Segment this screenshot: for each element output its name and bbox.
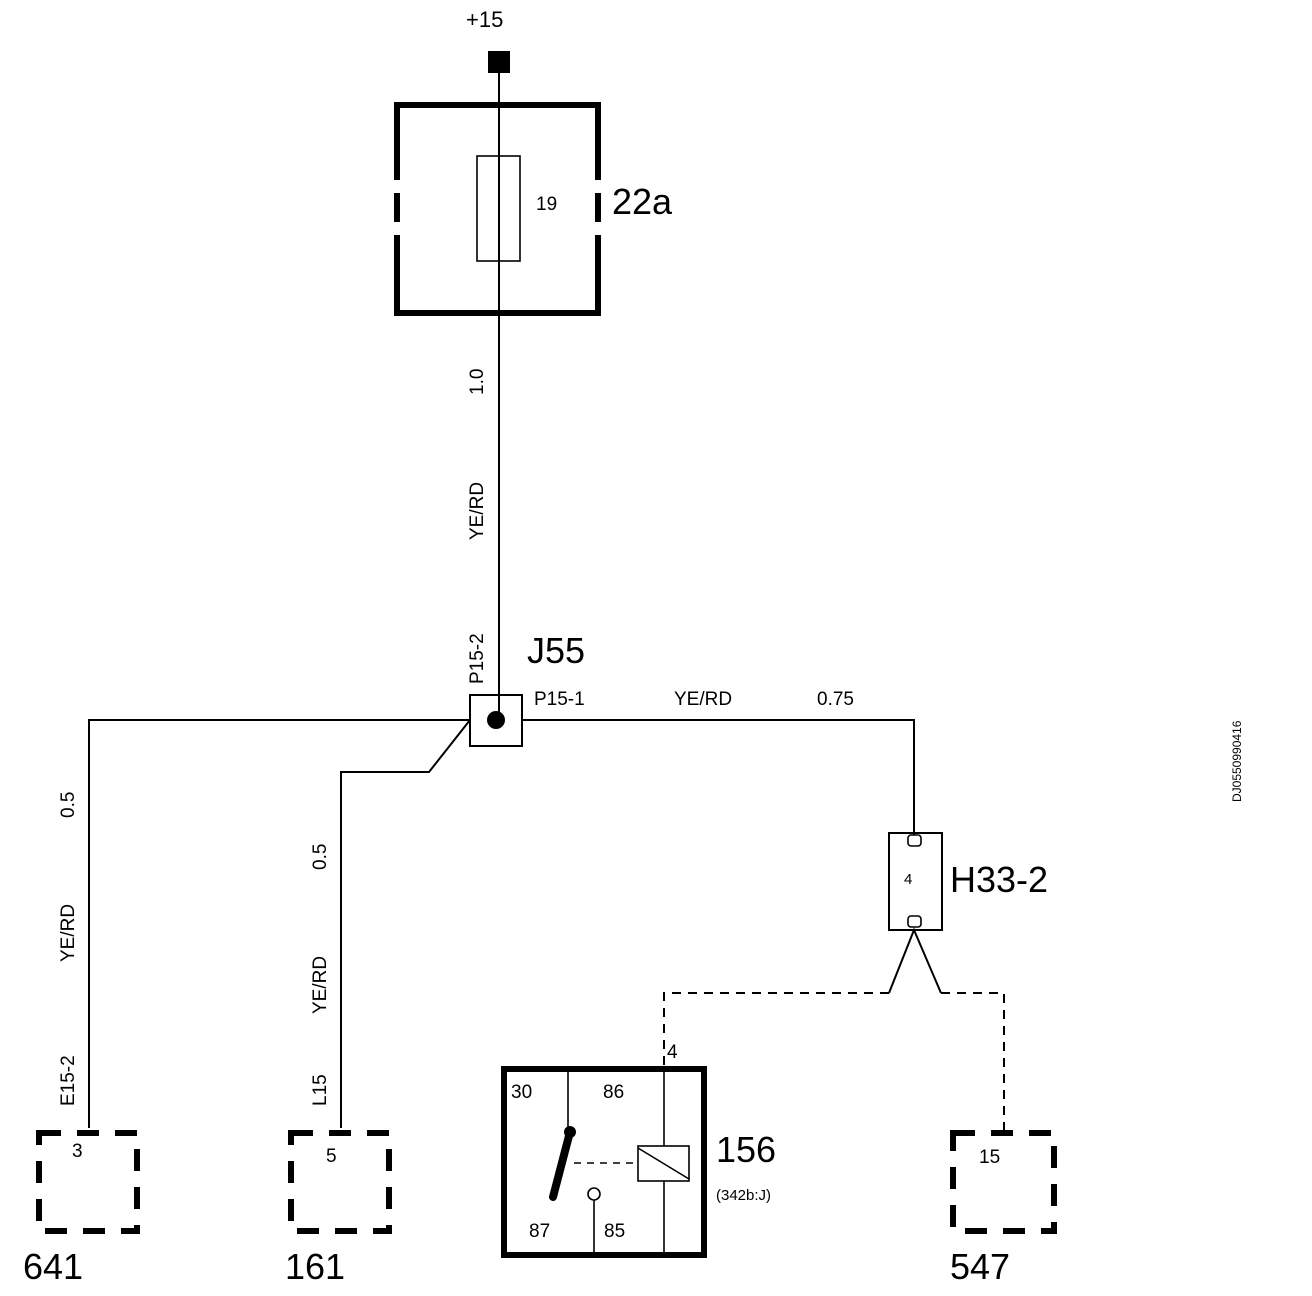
component-547-box: [950, 1130, 1057, 1234]
connector-h33-box: [888, 832, 943, 931]
relay-pin-85: 85: [604, 1221, 625, 1242]
splice-node: [487, 711, 505, 729]
relay-ref: (342b:J): [716, 1187, 771, 1204]
right-wire-color: YE/RD: [674, 689, 732, 710]
h33-split: [888, 927, 942, 994]
wire-to-161: [340, 719, 471, 1128]
fuse-number: 19: [536, 194, 557, 215]
middle-wire-size: 0.5: [310, 844, 331, 870]
middle-wire-pin: L15: [310, 1074, 331, 1106]
relay-pin-86: 86: [603, 1082, 624, 1103]
dashed-wire-to-547: [941, 992, 1005, 1138]
main-wire-color: YE/RD: [467, 482, 488, 540]
splice-label: J55: [527, 630, 585, 671]
connector-h33-pin: 4: [904, 871, 912, 888]
splice-pin-top: P15-2: [467, 633, 488, 684]
wire-to-h33: [522, 719, 915, 835]
right-wire-size: 0.75: [817, 689, 854, 710]
connector-h33-pin-top: [907, 834, 922, 847]
relay-input-pin: 4: [667, 1042, 678, 1063]
dashed-wire-to-relay: [663, 992, 889, 1068]
left-wire-color: YE/RD: [58, 904, 79, 962]
component-641-pin: 3: [72, 1141, 83, 1162]
supply-terminal: [488, 51, 510, 73]
component-641-box: [36, 1130, 140, 1234]
connector-h33-label: H33-2: [950, 859, 1048, 900]
component-547-pin: 15: [979, 1147, 1000, 1168]
main-wire-size: 1.0: [467, 369, 488, 395]
fuse-box-label: 22a: [612, 181, 673, 222]
relay-pin-87: 87: [529, 1221, 550, 1242]
component-161-label: 161: [285, 1246, 345, 1287]
left-wire-pin: E15-2: [58, 1055, 79, 1106]
fuse-box-22a: [394, 102, 601, 316]
left-wire-size: 0.5: [58, 792, 79, 818]
component-161-box: [288, 1130, 392, 1234]
relay-156: [501, 1066, 707, 1258]
relay-label: 156: [716, 1129, 776, 1170]
component-161-pin: 5: [326, 1146, 337, 1167]
component-641-label: 641: [23, 1246, 83, 1287]
doc-code: DJ0550990416: [1230, 720, 1244, 802]
splice-pin-right: P15-1: [534, 689, 585, 710]
component-547-label: 547: [950, 1246, 1010, 1287]
relay-pin-30: 30: [511, 1082, 532, 1103]
wire-to-641: [88, 719, 470, 1128]
connector-h33-pin-bottom: [907, 915, 922, 928]
middle-wire-color: YE/RD: [310, 956, 331, 1014]
supply-label: +15: [466, 7, 503, 32]
